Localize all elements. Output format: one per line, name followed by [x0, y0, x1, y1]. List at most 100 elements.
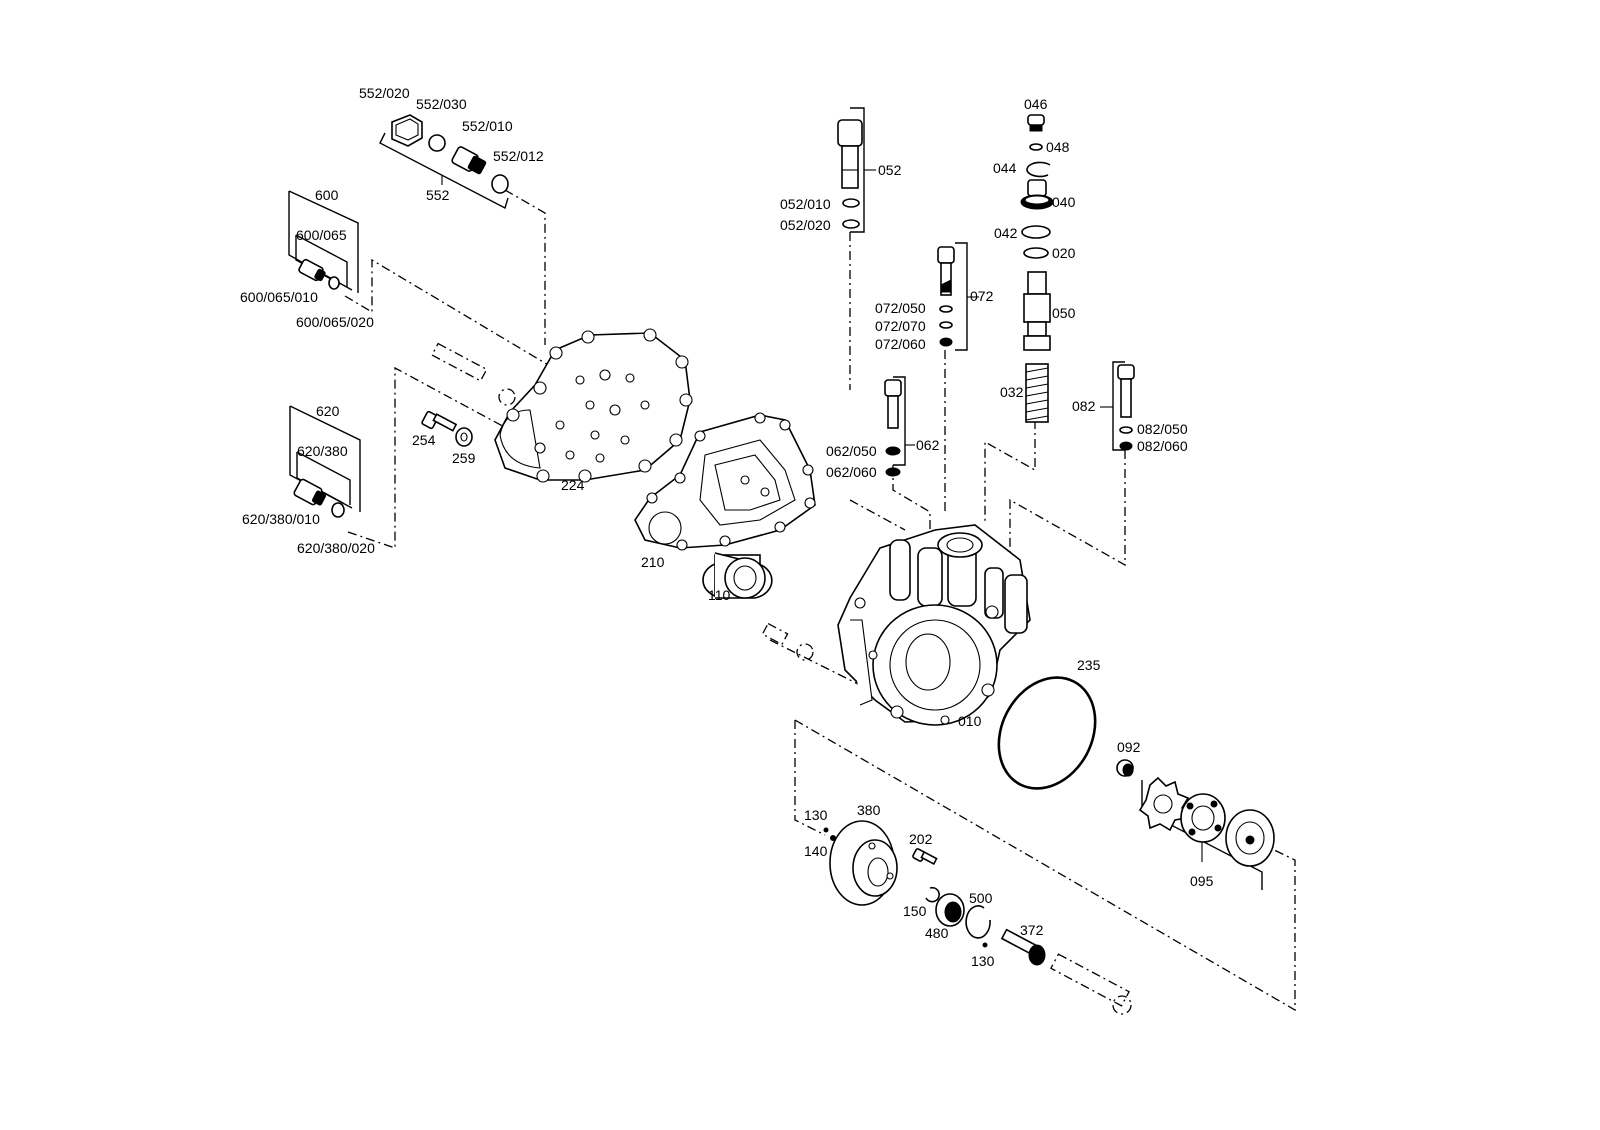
label-050: 050 — [1052, 305, 1076, 321]
label-062-050: 062/050 — [826, 443, 877, 459]
oring-062-050 — [885, 446, 901, 456]
cover-plate-224 — [494, 328, 693, 483]
filter-110 — [702, 552, 773, 599]
ring-042 — [1021, 225, 1051, 239]
label-552-012: 552/012 — [493, 148, 544, 164]
label-254: 254 — [412, 432, 436, 448]
pump-housing-010 — [837, 524, 1031, 726]
label-046: 046 — [1024, 96, 1048, 112]
label-048: 048 — [1046, 139, 1070, 155]
label-480: 480 — [925, 925, 949, 941]
label-600: 600 — [315, 187, 339, 203]
label-130-lower: 130 — [971, 953, 995, 969]
label-052: 052 — [878, 162, 902, 178]
label-150: 150 — [903, 903, 927, 919]
bolt-202 — [912, 848, 938, 866]
nut-552-020 — [391, 114, 423, 147]
dot-130a — [823, 827, 829, 833]
label-372: 372 — [1020, 922, 1044, 938]
label-210: 210 — [641, 554, 665, 570]
circlip-150 — [925, 886, 940, 903]
label-082-050: 082/050 — [1137, 421, 1188, 437]
circlip-044 — [1026, 161, 1051, 178]
fitting-620-380-010 — [293, 478, 327, 506]
screw-082 — [1117, 364, 1135, 418]
label-140: 140 — [804, 843, 828, 859]
label-552-030: 552/030 — [416, 96, 467, 112]
oring-600-065-020 — [328, 276, 340, 290]
valve-body-040 — [1020, 179, 1054, 210]
label-082: 082 — [1072, 398, 1096, 414]
label-044: 044 — [993, 160, 1017, 176]
label-092: 092 — [1117, 739, 1141, 755]
label-072-050: 072/050 — [875, 300, 926, 316]
label-095: 095 — [1190, 873, 1214, 889]
label-620-380-010: 620/380/010 — [242, 511, 320, 527]
leader-lines — [344, 189, 1296, 1012]
label-552-010: 552/010 — [462, 118, 513, 134]
label-072-060: 072/060 — [875, 336, 926, 352]
label-235: 235 — [1077, 657, 1101, 673]
plug-046 — [1027, 114, 1045, 132]
ring-020 — [1023, 247, 1049, 259]
oring-072-050 — [939, 305, 953, 313]
gasket-210 — [634, 412, 816, 551]
label-552-020: 552/020 — [359, 85, 410, 101]
oring-052-010 — [842, 198, 860, 208]
label-072-070: 072/070 — [875, 318, 926, 334]
label-040: 040 — [1052, 194, 1076, 210]
oring-072-060 — [939, 337, 953, 347]
gear-set-095 — [1138, 776, 1275, 867]
phantom-shaft — [1050, 953, 1132, 1015]
screw-062 — [884, 379, 902, 429]
bushing-092 — [1116, 759, 1134, 777]
label-130-upper: 130 — [804, 807, 828, 823]
label-380: 380 — [857, 802, 881, 818]
bearing-480 — [935, 893, 965, 927]
label-620: 620 — [316, 403, 340, 419]
label-032: 032 — [1000, 384, 1024, 400]
group-brackets — [288, 107, 1263, 890]
flange-380 — [829, 820, 898, 906]
label-082-060: 082/060 — [1137, 438, 1188, 454]
label-062: 062 — [916, 437, 940, 453]
label-259: 259 — [452, 450, 476, 466]
fitting-552-010 — [451, 146, 487, 175]
label-202: 202 — [909, 831, 933, 847]
shaft-372 — [1000, 928, 1046, 966]
oring-552-012 — [491, 174, 509, 194]
spool-050 — [1023, 271, 1051, 351]
phantom-bolt-upper — [431, 342, 516, 406]
washer-259 — [455, 427, 473, 447]
bolt-254 — [421, 410, 458, 432]
oring-082-060 — [1119, 441, 1133, 451]
label-110: 110 — [708, 587, 731, 603]
label-620-380-020: 620/380/020 — [297, 540, 375, 556]
label-224: 224 — [561, 477, 585, 493]
part-labels: 552/020 552/030 552/010 552/012 552 600 … — [240, 85, 1214, 969]
screw-072 — [937, 246, 955, 296]
screw-052 — [837, 119, 863, 189]
oring-052-020 — [842, 219, 860, 229]
label-052-020: 052/020 — [780, 217, 831, 233]
oring-072-070 — [939, 321, 953, 329]
label-072: 072 — [970, 288, 994, 304]
label-552: 552 — [426, 187, 450, 203]
label-600-065-010: 600/065/010 — [240, 289, 318, 305]
oring-620-380-020 — [331, 502, 345, 518]
spring-032 — [1025, 363, 1049, 423]
label-042: 042 — [994, 225, 1018, 241]
label-052-010: 052/010 — [780, 196, 831, 212]
phantom-bolt-housing — [761, 622, 814, 661]
label-010: 010 — [958, 713, 982, 729]
label-062-060: 062/060 — [826, 464, 877, 480]
label-620-380: 620/380 — [297, 443, 348, 459]
fitting-600-065-010 — [298, 258, 326, 282]
label-600-065: 600/065 — [296, 227, 347, 243]
label-020: 020 — [1052, 245, 1076, 261]
oring-235 — [997, 676, 1097, 790]
disc-552-030 — [428, 134, 446, 152]
label-500: 500 — [969, 890, 993, 906]
